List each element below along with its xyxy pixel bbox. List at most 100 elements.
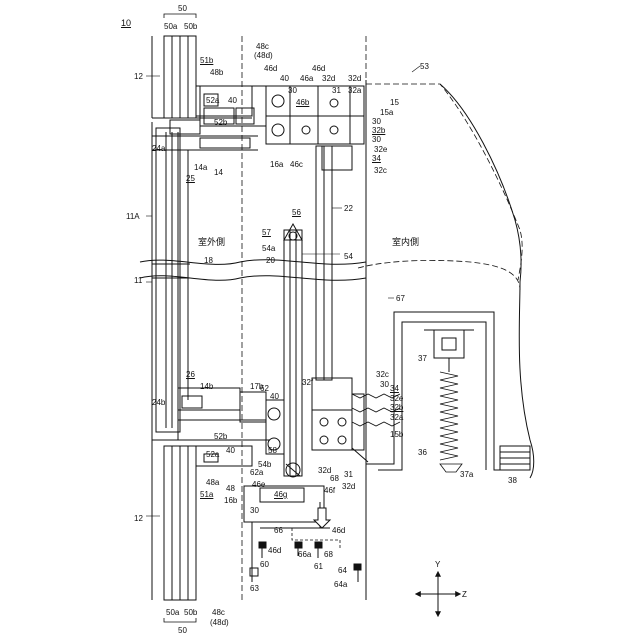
- label-58: 58: [268, 446, 277, 455]
- label-34-top: 34: [372, 154, 381, 163]
- label-32d-d: 32d: [342, 482, 355, 491]
- label-32d-b: 32d: [348, 74, 361, 83]
- label-46a-top: 46a: [300, 74, 313, 83]
- label-48c-bot: 48c: [212, 608, 225, 617]
- label-46d-a: 46d: [264, 64, 277, 73]
- label-46f: 46f: [324, 486, 335, 495]
- label-62: 62: [260, 384, 269, 393]
- label-15b: 15b: [390, 430, 403, 439]
- label-40-d: 40: [226, 446, 235, 455]
- axis-label-y: Y: [435, 560, 440, 569]
- label-51a: 51a: [200, 490, 213, 499]
- label-12-top: 12: [134, 72, 143, 81]
- spring: [440, 372, 462, 472]
- label-61: 61: [314, 562, 323, 571]
- label-32c-top: 32c: [374, 166, 387, 175]
- axis-indicator: [416, 572, 460, 616]
- label-16b: 16b: [224, 496, 237, 505]
- label-66: 66: [274, 526, 283, 535]
- bottom-frame: [152, 440, 330, 600]
- label-54: 54: [344, 252, 353, 261]
- label-34-mid: 34: [390, 384, 399, 393]
- label-50b-bot: 50b: [184, 608, 197, 617]
- label-32e-top: 32e: [374, 145, 387, 154]
- label-14a: 14a: [194, 163, 207, 172]
- label-50a-bot: 50a: [166, 608, 179, 617]
- label-50b-top: 50b: [184, 22, 197, 31]
- label-30-a: 30: [288, 86, 297, 95]
- label-32b-top: 32b: [372, 126, 385, 135]
- label-32f: 32f: [302, 378, 313, 387]
- label-indoor-side: 室内側: [392, 238, 419, 247]
- label-50a-top: 50a: [164, 22, 177, 31]
- label-20: 20: [266, 256, 275, 265]
- label-16a: 16a: [270, 160, 283, 169]
- label-30-b: 30: [372, 117, 381, 126]
- label-46d-d: 46d: [268, 546, 281, 555]
- label-37: 37: [418, 354, 427, 363]
- label-52b-bot: 52b: [214, 432, 227, 441]
- label-67: 67: [396, 294, 405, 303]
- label-46e: 46e: [252, 480, 265, 489]
- label-30-c: 30: [372, 135, 381, 144]
- label-11A: 11A: [126, 212, 140, 221]
- building-lines: [366, 80, 534, 600]
- label-68-a: 68: [330, 474, 339, 483]
- label-50-bot: 50: [178, 626, 187, 635]
- label-57: 57: [262, 228, 271, 237]
- label-31-bot: 31: [344, 470, 353, 479]
- label-50-top: 50: [178, 4, 187, 13]
- label-68-b: 68: [324, 550, 333, 559]
- label-46d-b: 46d: [312, 64, 325, 73]
- label-40-b: 40: [280, 74, 289, 83]
- label-37a: 37a: [460, 470, 473, 479]
- label-25: 25: [186, 174, 195, 183]
- vertical-members: [284, 146, 332, 477]
- label-26: 26: [186, 370, 195, 379]
- label-46d-c: 46d: [332, 526, 345, 535]
- label-46g: 46g: [274, 490, 287, 499]
- label-40-a: 40: [228, 96, 237, 105]
- label-40-c: 40: [270, 392, 279, 401]
- label-22: 22: [344, 204, 353, 213]
- label-53: 53: [420, 62, 429, 71]
- label-12-bot: 12: [134, 514, 143, 523]
- label-63: 63: [250, 584, 259, 593]
- label-48b: 48b: [210, 68, 223, 77]
- label-54a: 54a: [262, 244, 275, 253]
- label-32a-top: 32a: [348, 86, 361, 95]
- axis-label-z: Z: [462, 590, 467, 599]
- label-32d-c: 32d: [318, 466, 331, 475]
- label-48d-bot: (48d): [210, 618, 229, 627]
- outdoor-sash: [152, 122, 190, 440]
- label-60: 60: [260, 560, 269, 569]
- label-52a-top: 52a: [206, 96, 219, 105]
- label-15: 15: [390, 98, 399, 107]
- label-24b: 24b: [152, 398, 165, 407]
- label-51b: 51b: [200, 56, 213, 65]
- down-arrow-icon: [314, 508, 330, 528]
- label-48a: 48a: [206, 478, 219, 487]
- label-14b: 14b: [200, 382, 213, 391]
- label-48: 48: [226, 484, 235, 493]
- label-66a: 66a: [298, 550, 311, 559]
- label-32a-mid: 32a: [390, 413, 403, 422]
- label-64: 64: [338, 566, 347, 575]
- label-32c-mid: 32c: [376, 370, 389, 379]
- label-32b-mid: 32b: [390, 403, 403, 412]
- label-46c-top: 46c: [290, 160, 303, 169]
- label-11: 11: [134, 276, 142, 285]
- label-30-d: 30: [380, 380, 389, 389]
- label-18: 18: [204, 256, 213, 265]
- label-38: 38: [508, 476, 517, 485]
- label-32e-mid: 32e: [390, 394, 403, 403]
- label-14: 14: [214, 168, 223, 177]
- label-36: 36: [418, 448, 427, 457]
- label-30-e: 30: [250, 506, 259, 515]
- label-15a: 15a: [380, 108, 393, 117]
- label-62a: 62a: [250, 468, 263, 477]
- label-48d-top: (48d): [254, 51, 273, 60]
- label-32d-a: 32d: [322, 74, 335, 83]
- label-64a: 64a: [334, 580, 347, 589]
